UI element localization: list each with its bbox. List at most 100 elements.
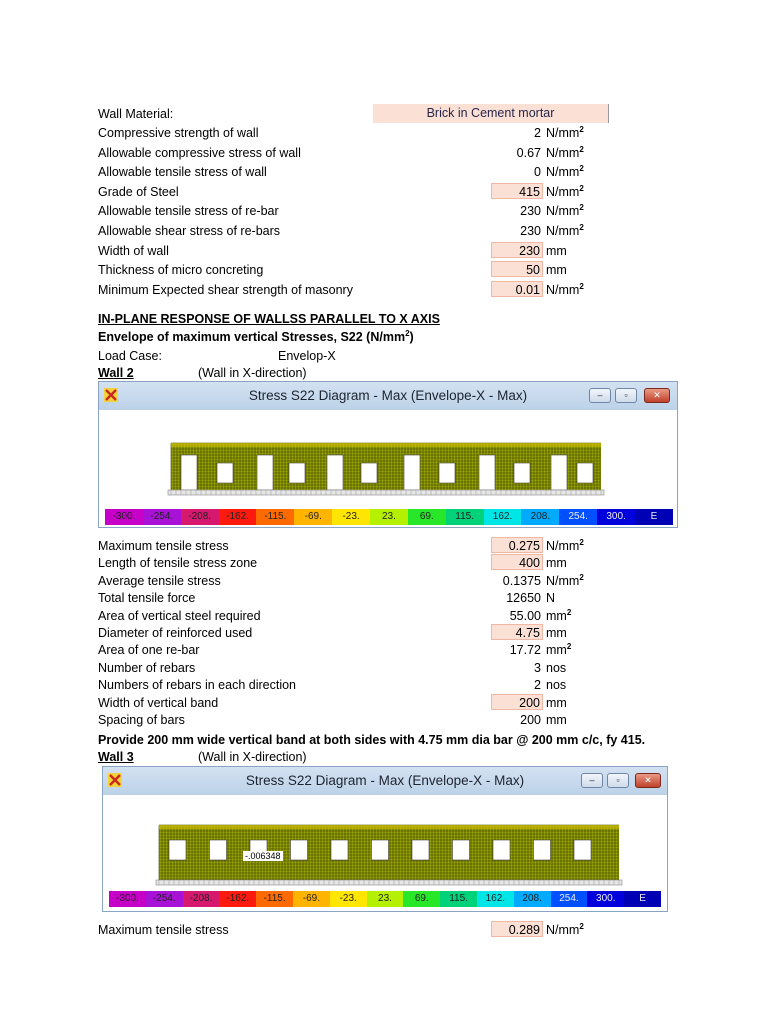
wall-material-value[interactable]: Brick in Cement mortar [373, 104, 609, 123]
wall2-result-label: Area of vertical steel required [98, 608, 261, 623]
wall3-result-unit: N/mm2 [546, 921, 584, 939]
wall2-result-unit: N/mm2 [546, 537, 584, 555]
wall-opening [180, 454, 198, 491]
unit-text: nos [546, 678, 567, 693]
wall2-result-value: 200 [520, 713, 541, 727]
wall-opening [209, 839, 227, 861]
close-button[interactable]: ✕ [644, 388, 670, 403]
wall2-result-value: 3 [534, 660, 541, 675]
wall2-result-label: Average tensile stress [98, 573, 221, 588]
unit-text: N/mm [546, 204, 580, 219]
wall2-result-label: Numbers of rebars in each direction [98, 678, 297, 693]
wall-opening [492, 839, 511, 861]
property-label: Width of wall [98, 243, 169, 258]
wall2-window-titlebar[interactable]: Stress S22 Diagram - Max (Envelope-X - M… [99, 382, 677, 410]
wall3-stress-model: -.006348 [155, 824, 623, 886]
unit-sup: 2 [566, 642, 572, 652]
wall2-result-value[interactable]: 0.275 [491, 537, 543, 553]
property-unit: N/mm2 [546, 163, 584, 181]
wall-opening [371, 839, 389, 861]
wall2-result-value: 0.1375 [502, 573, 541, 588]
property-value[interactable]: 50 [491, 261, 543, 278]
wall3-result-value[interactable]: 0.289 [491, 921, 543, 937]
property-label: Allowable shear stress of re-bars [98, 224, 281, 238]
wall-opening [256, 454, 274, 491]
unit-text: N/mm [546, 539, 580, 553]
wall2-result-value[interactable]: 200 [491, 693, 543, 710]
property-label: Grade of Steel [98, 184, 179, 199]
wall2-result-value[interactable]: 400 [491, 554, 543, 571]
unit-text: mm [546, 643, 567, 658]
load-case-label: Load Case: [98, 349, 162, 363]
property-value: 230 [520, 224, 541, 238]
wall-material-label: Wall Material: [98, 107, 174, 121]
wall2-window-title: Stress S22 Diagram - Max (Envelope-X - M… [248, 388, 528, 403]
stress-annotation-box [243, 851, 283, 861]
wall2-color-legend: -300.-254.-208.-162.-115.-69.-23.23.69.1… [105, 509, 673, 525]
legend-cell: 254. [559, 509, 598, 525]
wall-opening [290, 839, 308, 861]
property-value[interactable]: 415 [491, 182, 543, 199]
legend-cell: -23. [332, 509, 371, 525]
unit-text: N/mm [546, 145, 580, 160]
legend-cell: -115. [256, 509, 295, 525]
wall3-diagram-window[interactable]: Stress S22 Diagram - Max (Envelope-X - M… [102, 766, 668, 912]
wall2-result-label: Width of vertical band [98, 695, 219, 710]
wall2-result-unit: mm [546, 694, 567, 712]
envelope-title-sup: 2 [405, 329, 410, 338]
wall2-conclusion: Provide 200 mm wide vertical band at bot… [98, 733, 646, 747]
legend-cell: 115. [440, 891, 477, 907]
wall2-result-label: Area of one re-bar [98, 643, 200, 658]
property-value[interactable]: 230 [491, 241, 543, 258]
unit-sup: 2 [579, 223, 584, 232]
wall-top-band [171, 443, 601, 447]
close-button[interactable]: ✕ [635, 773, 661, 788]
legend-cell: 69. [403, 891, 441, 907]
wall3-window-titlebar[interactable]: Stress S22 Diagram - Max (Envelope-X - M… [103, 767, 667, 795]
maximize-button[interactable]: ▫ [615, 388, 637, 403]
property-value: 230 [520, 204, 541, 219]
property-label: Allowable compressive stress of wall [98, 145, 301, 160]
legend-cell: 162. [476, 891, 514, 907]
property-value[interactable]: 0.01 [491, 280, 543, 297]
unit-text: N/mm [546, 165, 580, 180]
maximize-button[interactable]: ▫ [607, 773, 629, 788]
load-case-value: Envelop-X [278, 349, 336, 363]
legend-cell: -300. [109, 891, 146, 907]
unit-text: N/mm [546, 126, 580, 140]
envelope-title-close: ) [409, 330, 414, 344]
property-label: Minimum Expected shear strength of mason… [98, 282, 353, 297]
wall2-result-label: Spacing of bars [98, 713, 185, 727]
minimize-button[interactable]: – [581, 773, 603, 788]
unit-sup: 2 [579, 164, 584, 174]
minimize-button[interactable]: – [589, 388, 611, 403]
unit-sup: 2 [579, 922, 584, 931]
property-unit: N/mm2 [546, 183, 584, 201]
wall-top-band [159, 825, 619, 829]
wall2-result-value[interactable]: 4.75 [491, 624, 543, 640]
wall2-diagram-window[interactable]: Stress S22 Diagram - Max (Envelope-X - M… [98, 381, 678, 528]
envelope-title: Envelope of maximum vertical Stresses, S… [98, 328, 414, 346]
property-unit: N/mm2 [546, 202, 584, 220]
unit-sup: 2 [579, 281, 584, 291]
wall-opening [288, 462, 306, 484]
wall2-result-unit: mm [546, 554, 567, 572]
property-unit: N/mm2 [546, 144, 584, 162]
wall2-result-unit: nos [546, 659, 566, 677]
property-row: Minimum Expected shear strength of mason… [98, 280, 638, 299]
legend-cell: -162. [219, 891, 257, 907]
property-label: Compressive strength of wall [98, 126, 259, 140]
legend-cell: -115. [256, 891, 293, 907]
